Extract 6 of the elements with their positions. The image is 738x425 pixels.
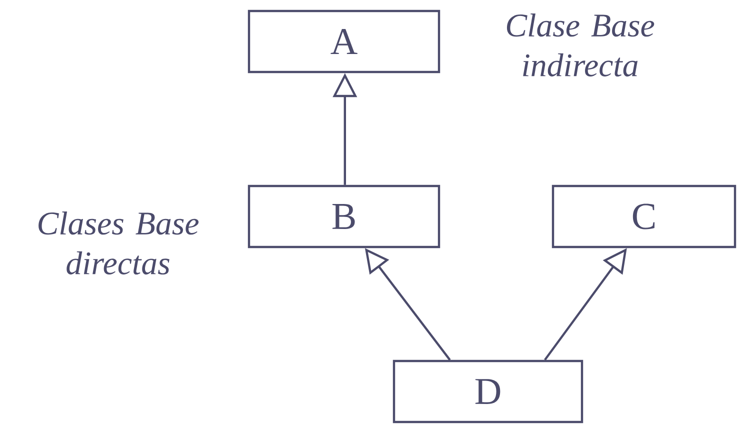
annotation: Clases Base directas — [38, 212, 199, 274]
annotation: Clase Base indirecta — [506, 14, 654, 76]
class-box: D — [392, 360, 584, 424]
class-box: C — [552, 184, 736, 248]
class-box: B — [248, 184, 440, 248]
class-box: A — [248, 10, 440, 74]
